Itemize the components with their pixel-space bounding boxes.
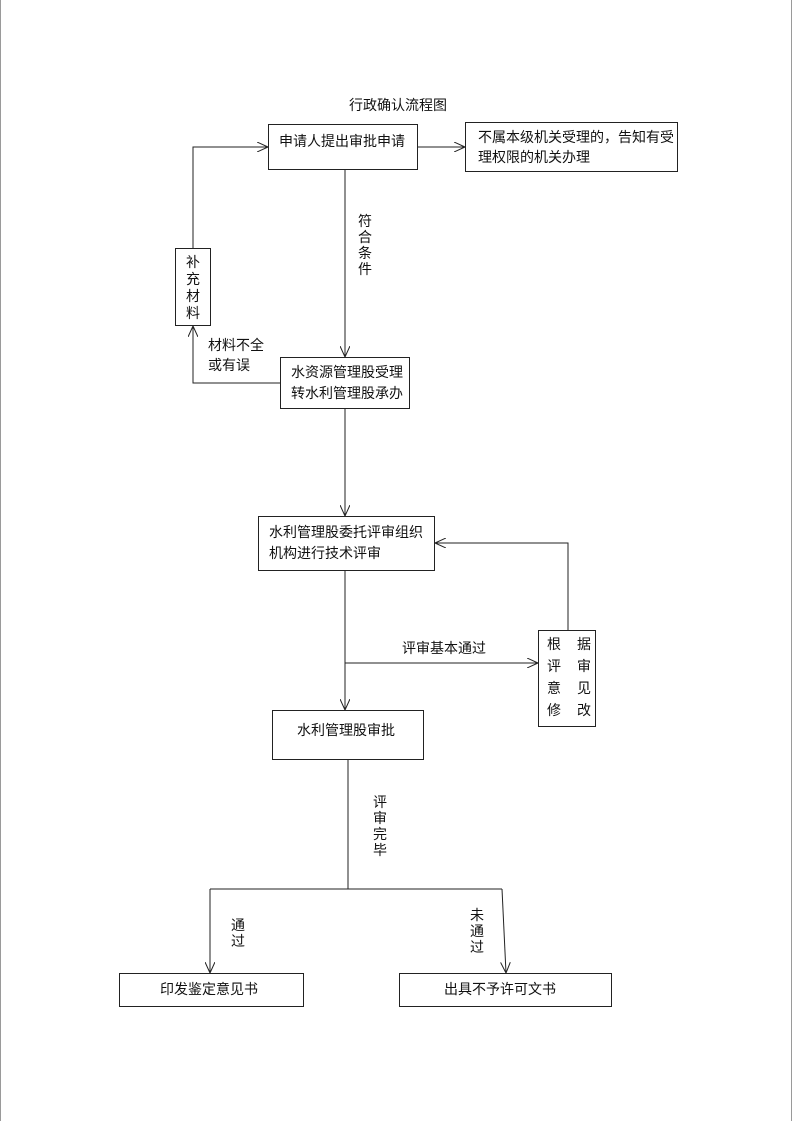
node-approve-label: 水利管理股审批	[297, 723, 395, 739]
node-review-line2: 机构进行技术评审	[269, 546, 381, 562]
label-qualified: 符合条件	[358, 214, 372, 278]
node-supplement-label: 补充材料	[186, 255, 200, 322]
revise-char: 根	[547, 637, 561, 653]
node-issue-opinion: 印发鉴定意见书	[119, 973, 304, 1007]
edge-water-to-supplement	[193, 326, 280, 384]
label-review-passed: 评审基本通过	[402, 641, 486, 657]
edge-supplement-to-apply	[192, 147, 268, 248]
node-revise: 根 据 评 审 意 见 修 改	[538, 630, 596, 727]
edge-split-right	[502, 888, 506, 973]
edge-revise-to-review	[435, 543, 569, 630]
revise-char: 意	[547, 681, 561, 697]
label-incomplete-line2: 或有误	[208, 358, 250, 374]
label-not-passed: 未通过	[470, 908, 484, 956]
node-water-line1: 水资源管理股受理	[291, 365, 403, 381]
label-review-done: 评审完毕	[373, 795, 387, 859]
node-water-line2: 转水利管理股承办	[291, 386, 403, 402]
revise-char: 审	[577, 659, 591, 675]
node-tech-review: 水利管理股委托评审组织 机构进行技术评审	[258, 516, 435, 571]
node-review-line1: 水利管理股委托评审组织	[269, 525, 423, 541]
node-revise-grid: 根 据 评 审 意 见 修 改	[547, 634, 599, 722]
node-not-accept-line1: 不属本级机关受理的，告知有受	[478, 130, 674, 146]
node-apply: 申请人提出审批申请	[268, 124, 418, 170]
node-not-accept: 不属本级机关受理的，告知有受 理权限的机关办理	[465, 122, 678, 172]
node-supplement: 补充材料	[175, 248, 211, 326]
label-incomplete-line1: 材料不全	[208, 338, 264, 354]
diagram-title: 行政确认流程图	[349, 98, 447, 114]
node-not-permit-label: 出具不予许可文书	[444, 982, 556, 998]
label-passed: 通过	[231, 918, 245, 950]
node-water-resource: 水资源管理股受理 转水利管理股承办	[280, 357, 410, 409]
node-apply-label: 申请人提出审批申请	[279, 134, 405, 150]
node-issue-label: 印发鉴定意见书	[160, 982, 258, 998]
revise-char: 见	[577, 681, 591, 697]
node-not-permit: 出具不予许可文书	[399, 973, 612, 1007]
node-approve: 水利管理股审批	[272, 710, 424, 760]
revise-char: 改	[577, 703, 591, 719]
revise-char: 据	[577, 637, 591, 653]
node-not-accept-line2: 理权限的机关办理	[478, 150, 590, 166]
revise-char: 评	[547, 659, 561, 675]
revise-char: 修	[547, 703, 561, 719]
